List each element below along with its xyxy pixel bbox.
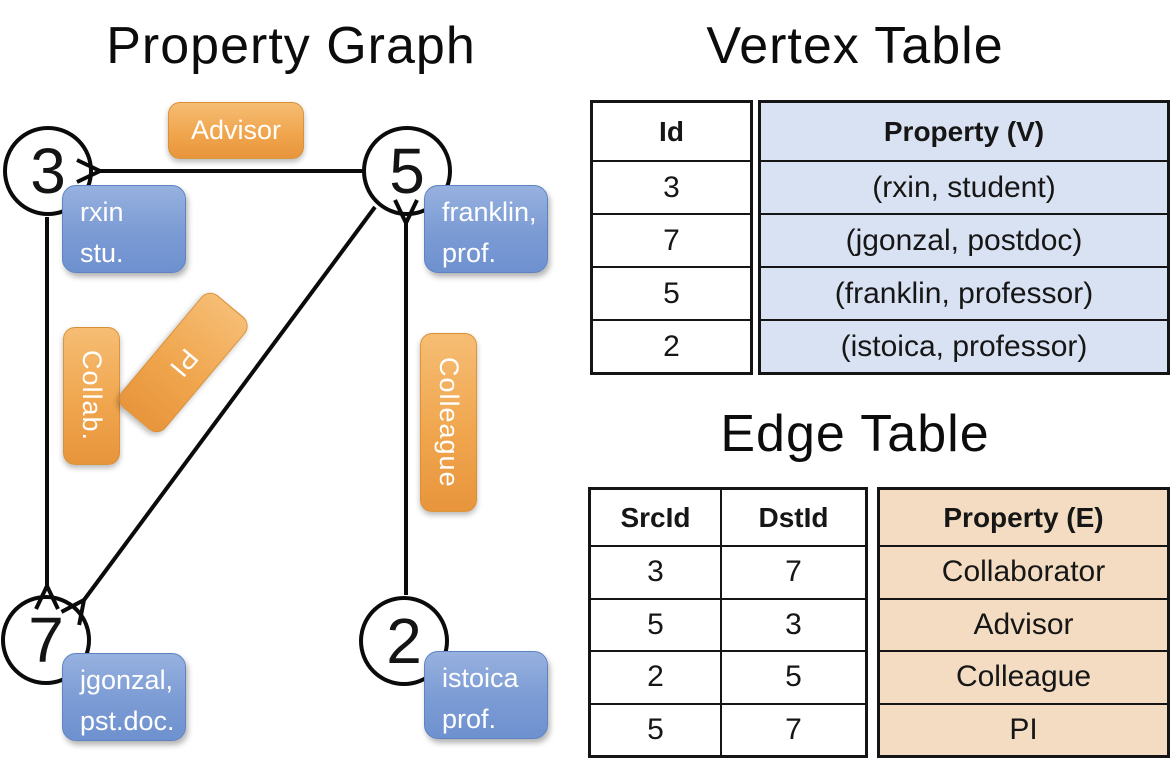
- vertex-prop-line: stu.: [80, 238, 124, 268]
- edge-table-header-dstid: DstId: [758, 501, 829, 533]
- table-cell: Collaborator: [880, 545, 1167, 598]
- vertex-table-property-column: Property (V) (rxin, student) (jgonzal, p…: [758, 100, 1170, 375]
- table-cell: 5: [722, 650, 865, 703]
- table-cell: PI: [880, 702, 1167, 756]
- property-graph-title: Property Graph: [106, 17, 476, 75]
- node-id-label: 7: [28, 604, 64, 676]
- edge-label-collab: Collab.: [63, 327, 120, 465]
- edge-label-advisor: Advisor: [168, 102, 304, 159]
- edge-label-colleague-text: Colleague: [434, 357, 464, 488]
- vertex-prop-line: rxin: [80, 197, 124, 227]
- vertex-prop-line: pst.doc.: [80, 706, 175, 736]
- vertex-prop-line: prof.: [442, 238, 497, 268]
- table-cell: (rxin, student): [761, 160, 1167, 213]
- table-cell: 7: [593, 213, 750, 266]
- edge-table-header-srcid: SrcId: [591, 490, 722, 545]
- edge-table-header-property: Property (E): [943, 501, 1104, 533]
- edge-label-pi-text: PI: [163, 342, 205, 383]
- table-cell: 7: [722, 545, 865, 598]
- vertex-prop-line: istoica: [442, 663, 519, 693]
- table-cell: 5: [591, 702, 722, 755]
- table-cell: 7: [722, 702, 865, 756]
- vertex-table-id-column: Id 3 7 5 2: [590, 100, 753, 375]
- table-cell: 2: [591, 650, 722, 703]
- vertex-table-title: Vertex Table: [706, 17, 1004, 75]
- table-cell: 3: [591, 545, 722, 598]
- table-cell: (jgonzal, postdoc): [761, 213, 1167, 266]
- vertex-prop-box-2: istoica prof.: [424, 651, 548, 739]
- edge-label-colleague: Colleague: [420, 333, 477, 512]
- vertex-prop-line: jgonzal,: [80, 665, 174, 695]
- vertex-prop-box-5: franklin, prof.: [424, 185, 548, 273]
- edge-label-pi: PI: [114, 287, 253, 438]
- vertex-prop-line: prof.: [442, 704, 497, 734]
- edge-label-collab-text: Collab.: [77, 350, 107, 442]
- vertex-table-header-id: Id: [659, 115, 684, 147]
- node-id-label: 2: [386, 605, 422, 677]
- table-cell: Colleague: [880, 650, 1167, 703]
- table-cell: 2: [593, 319, 750, 372]
- table-cell: 5: [593, 266, 750, 319]
- vertex-table-header-property: Property (V): [883, 115, 1045, 147]
- vertex-prop-box-3: rxin stu.: [62, 185, 186, 273]
- edge-table-id-columns: SrcId DstId 3 7 5 3 2 5 5 7: [588, 487, 868, 758]
- table-cell: Advisor: [880, 597, 1167, 651]
- node-id-label: 3: [30, 135, 66, 207]
- table-cell: 3: [722, 597, 865, 651]
- vertex-prop-line: franklin,: [442, 197, 537, 227]
- table-cell: (franklin, professor): [761, 266, 1167, 319]
- table-cell: 3: [593, 160, 750, 213]
- vertex-prop-box-7: jgonzal, pst.doc.: [62, 653, 186, 741]
- edge-table-title: Edge Table: [720, 405, 990, 463]
- node-id-label: 5: [389, 135, 425, 207]
- table-cell: 5: [591, 597, 722, 650]
- edge-table-property-column: Property (E) Collaborator Advisor Collea…: [877, 487, 1170, 758]
- table-cell: (istoica, professor): [761, 319, 1167, 372]
